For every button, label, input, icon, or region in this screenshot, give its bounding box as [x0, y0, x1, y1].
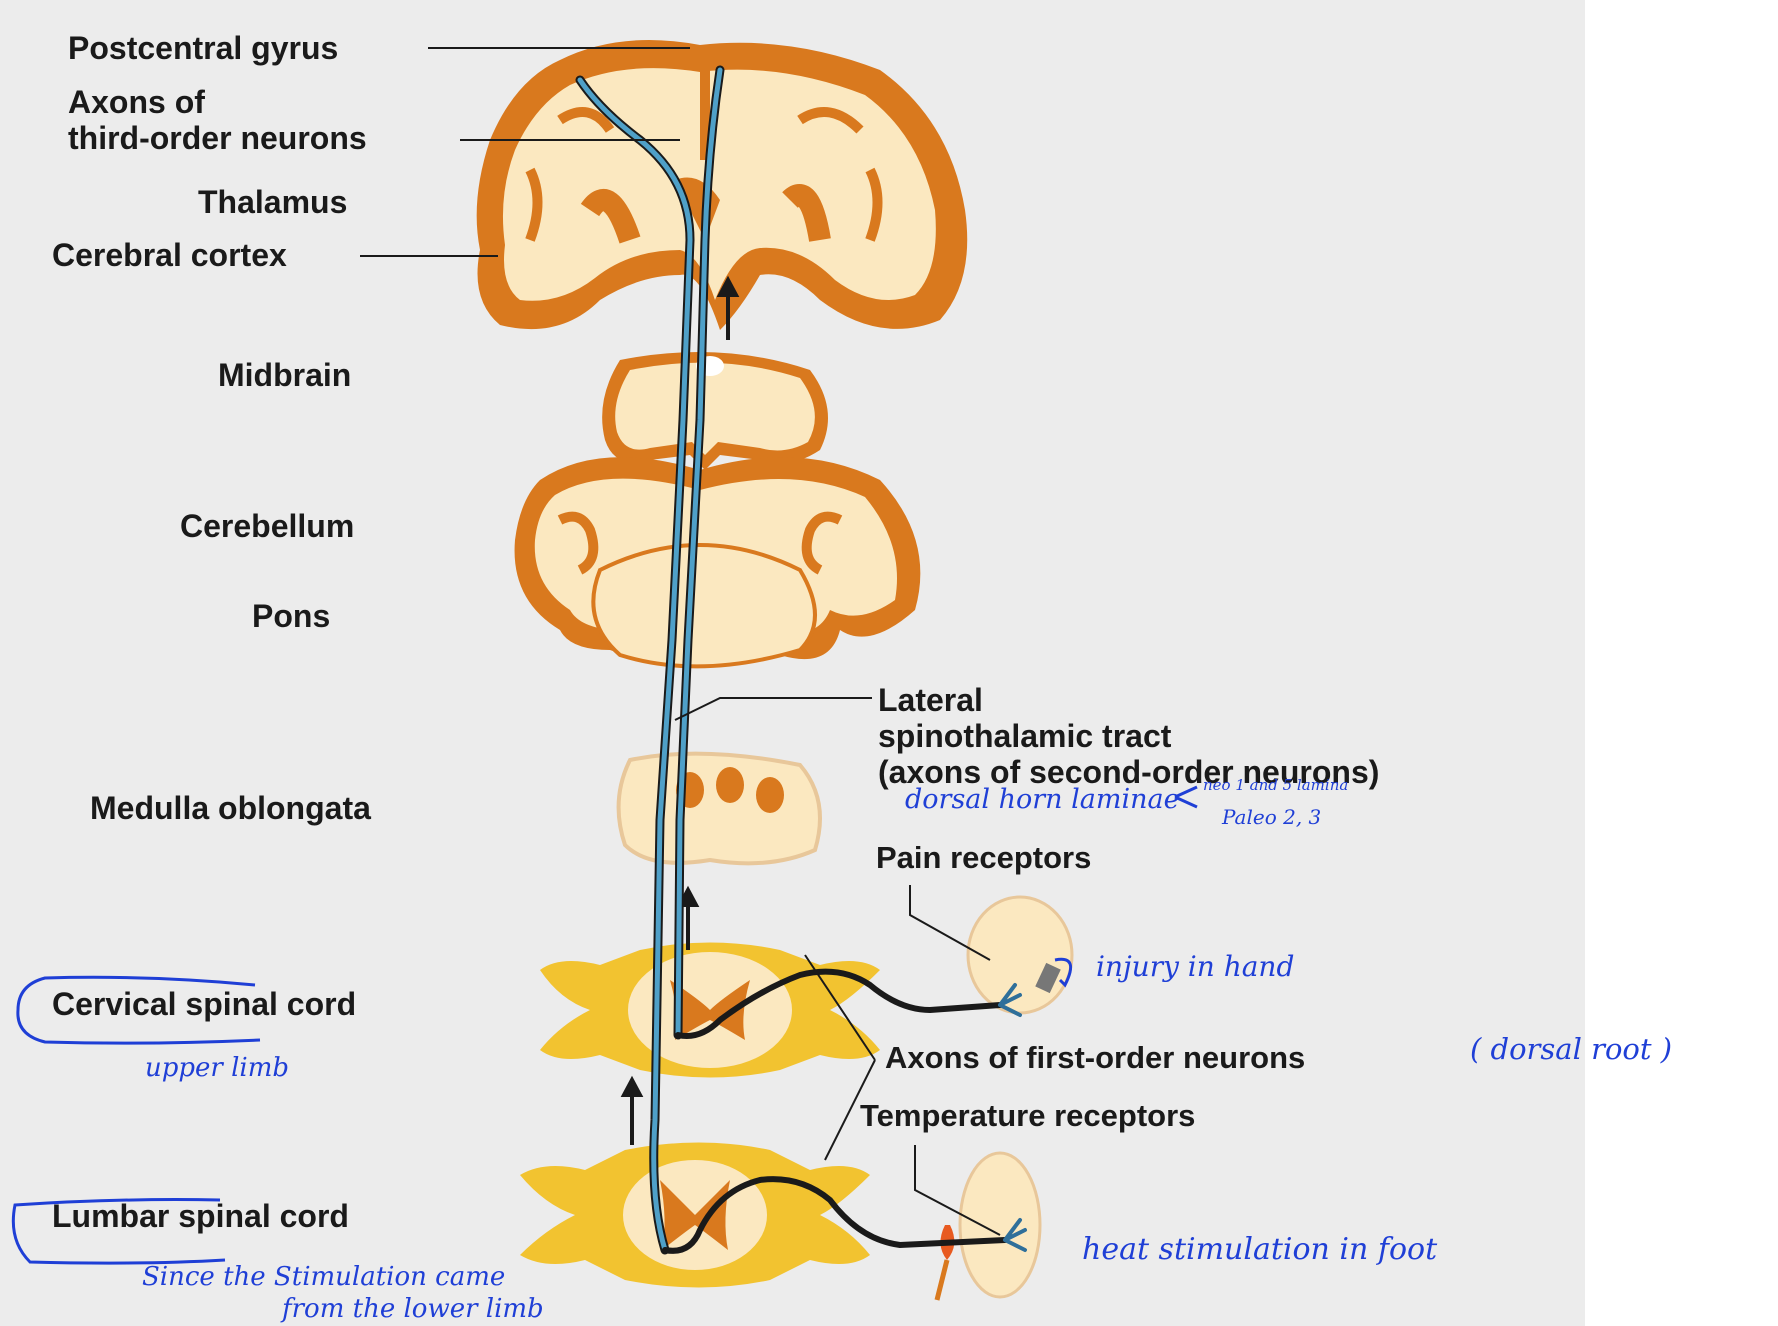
- label-postcentral-gyrus: Postcentral gyrus: [68, 30, 338, 67]
- annotation-upper-limb: upper limb: [145, 1053, 289, 1083]
- annotation-injury-in-hand: injury in hand: [1096, 950, 1294, 983]
- label-pons: Pons: [252, 598, 330, 635]
- label-cervical-spinal-cord: Cervical spinal cord: [52, 986, 356, 1023]
- annotation-since-line2: from the lower limb: [282, 1294, 544, 1324]
- cerebellum-pons-section: [515, 457, 921, 666]
- label-cerebral-cortex: Cerebral cortex: [52, 237, 287, 274]
- label-midbrain: Midbrain: [218, 357, 351, 394]
- midbrain-section: [602, 352, 828, 470]
- annotation-heat-stimulation: heat stimulation in foot: [1082, 1232, 1437, 1267]
- annotation-paleo-laminae: Paleo 2, 3: [1222, 805, 1321, 829]
- lumbar-cord-section: [520, 1143, 870, 1288]
- annotation-since-line1: Since the Stimulation came: [142, 1262, 505, 1292]
- label-lateral-tract-line2: spinothalamic tract: [878, 718, 1171, 755]
- medulla-section: [619, 754, 820, 864]
- label-thalamus: Thalamus: [198, 184, 347, 221]
- label-lateral-tract-line1: Lateral: [878, 682, 983, 719]
- label-lumbar-spinal-cord: Lumbar spinal cord: [52, 1198, 349, 1235]
- label-axons-third-order-line2: third-order neurons: [68, 120, 367, 157]
- annotation-neo-laminae: neo 1 and 5 lamina: [1203, 776, 1348, 794]
- label-cerebellum: Cerebellum: [180, 508, 354, 545]
- annotation-dorsal-root: ( dorsal root ): [1470, 1032, 1672, 1066]
- label-temperature-receptors: Temperature receptors: [860, 1098, 1195, 1134]
- label-axons-first-order: Axons of first-order neurons: [885, 1040, 1305, 1076]
- foot-drawing: [960, 1153, 1040, 1297]
- label-pain-receptors: Pain receptors: [876, 840, 1091, 876]
- annotation-dorsal-horn: dorsal horn laminae: [905, 784, 1180, 815]
- label-medulla-oblongata: Medulla oblongata: [90, 790, 371, 827]
- label-axons-third-order-line1: Axons of: [68, 84, 205, 121]
- cervical-cord-section: [540, 943, 880, 1078]
- match-stick: [937, 1260, 947, 1300]
